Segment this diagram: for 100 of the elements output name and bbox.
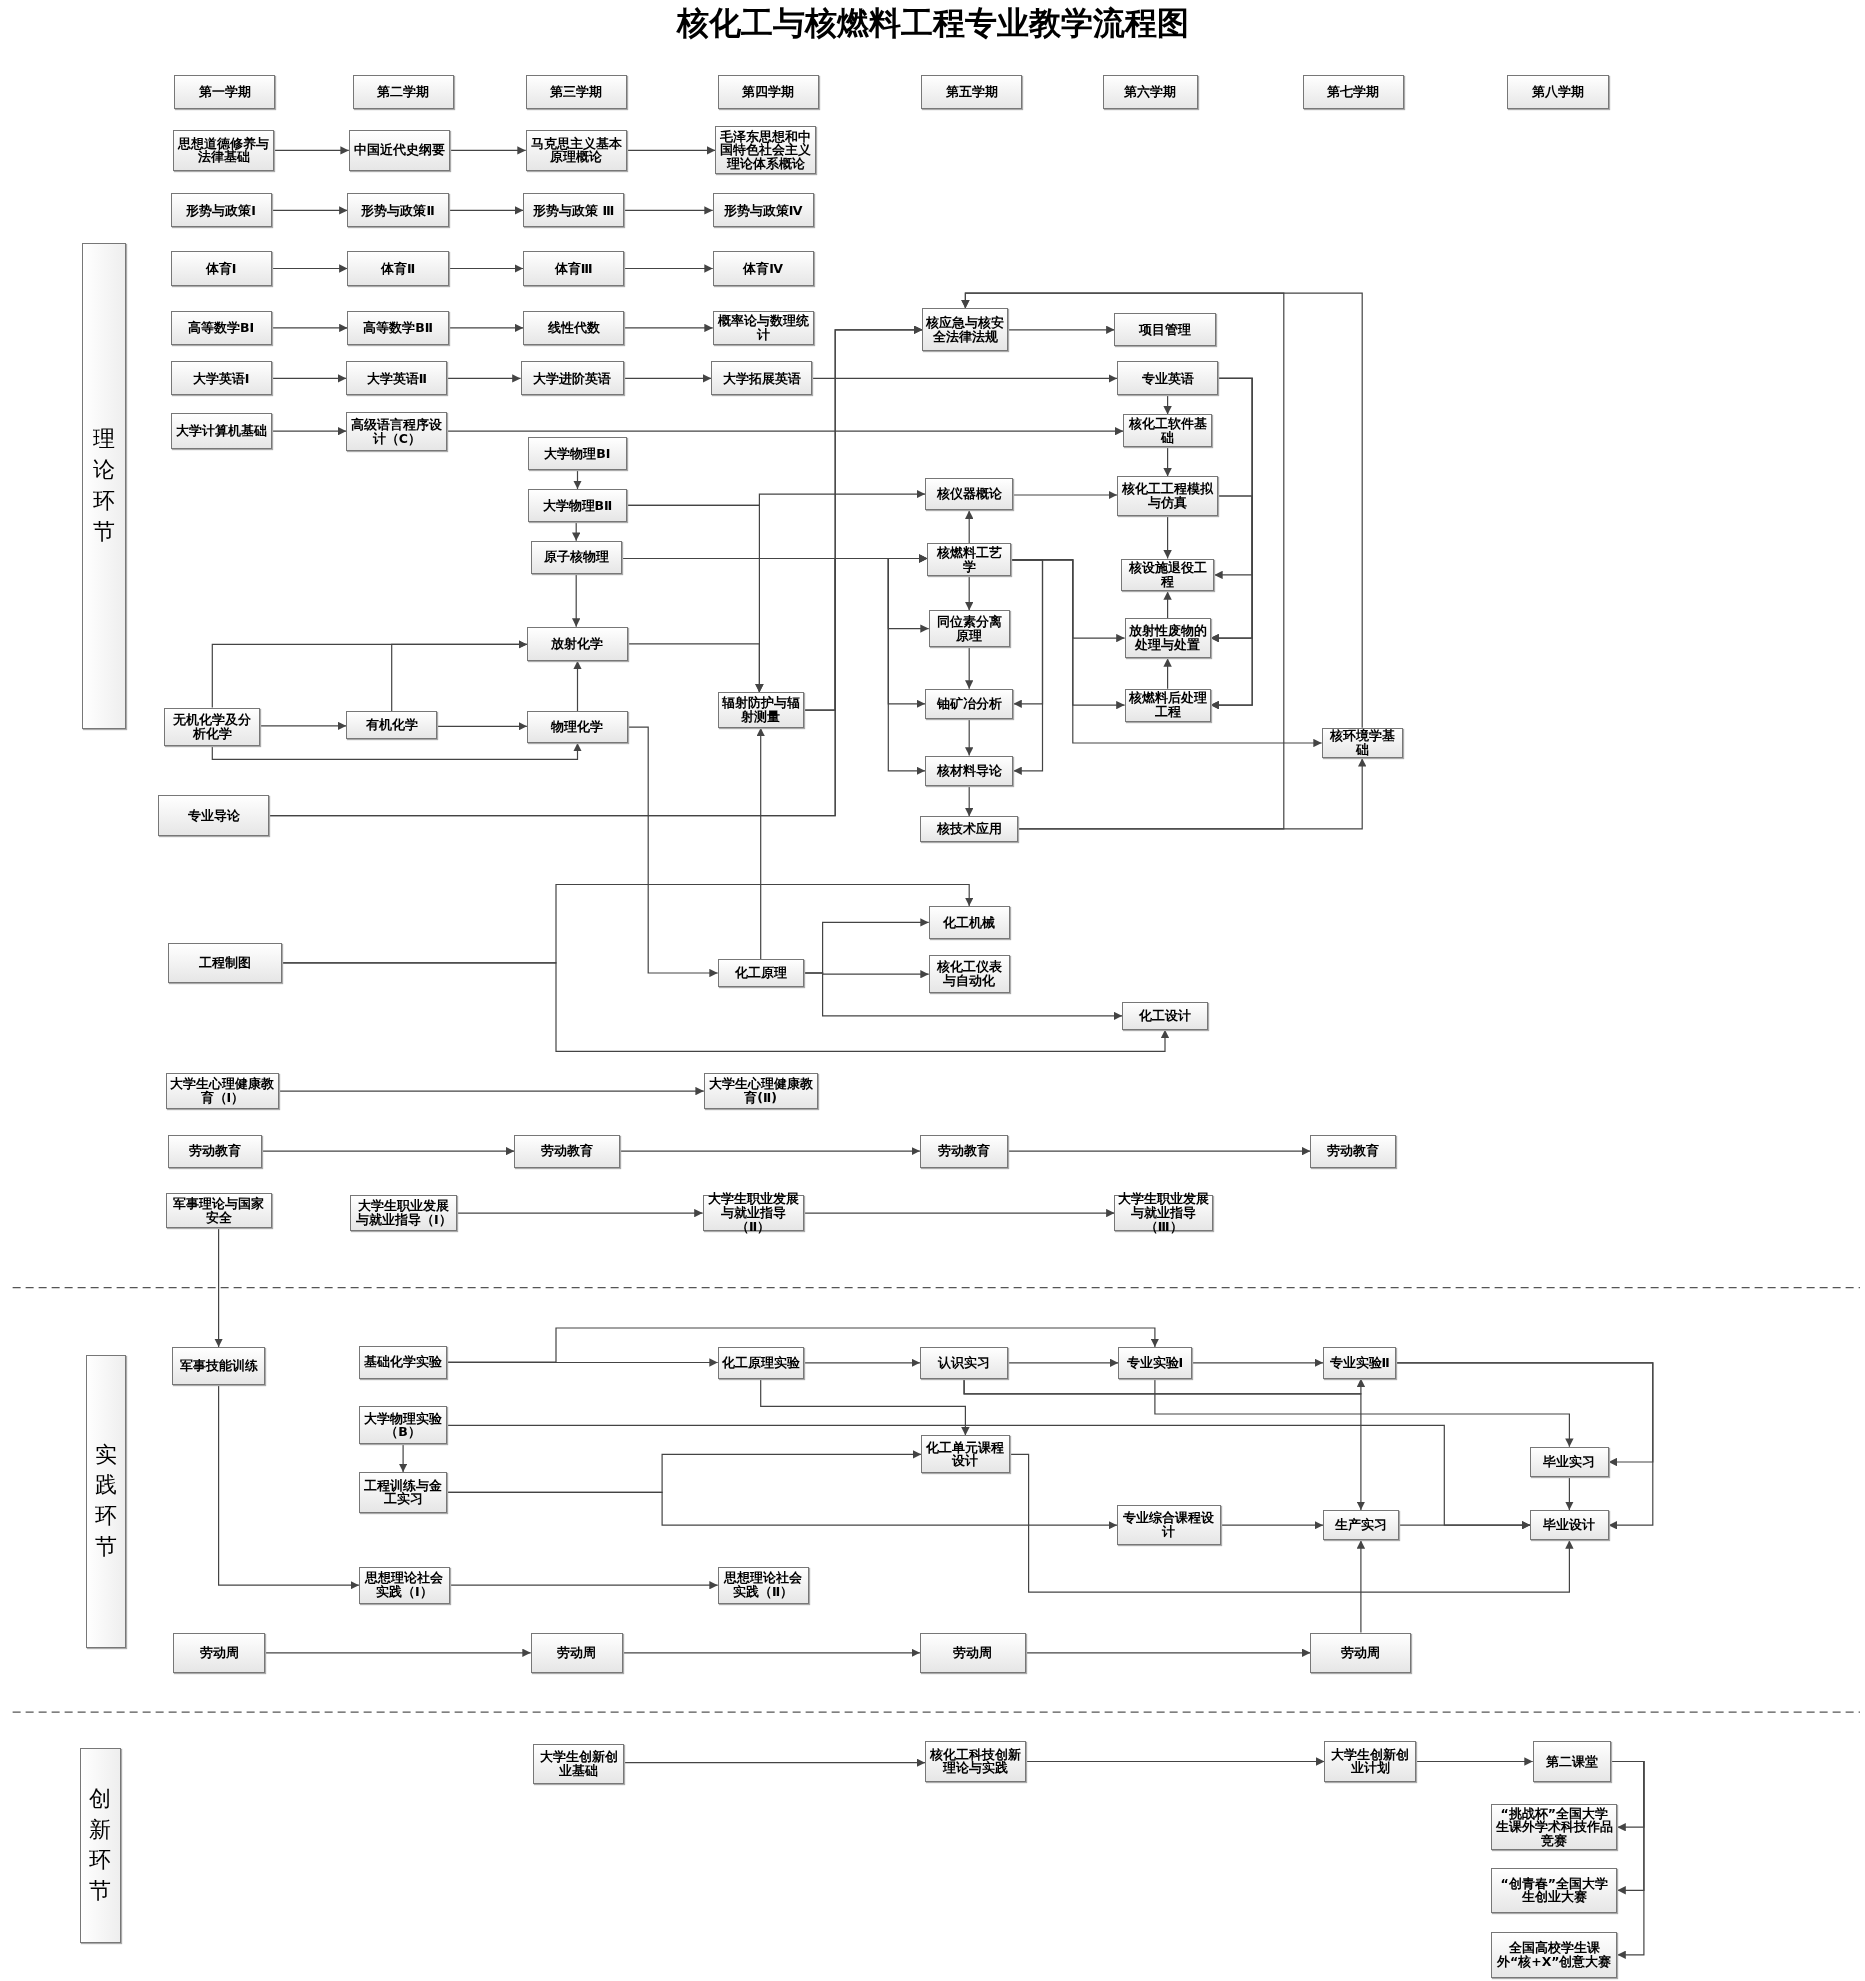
arrow <box>1209 495 1253 710</box>
section-band: 理论环节 <box>82 242 127 730</box>
arrow <box>1395 1362 1654 1530</box>
course-box: 专业实验Ⅰ <box>1118 1347 1192 1379</box>
course-box: 大学物理BⅠ <box>528 437 627 471</box>
arrow <box>572 521 581 542</box>
arrow <box>1007 1146 1311 1156</box>
course-box: 第二课堂 <box>1532 1741 1612 1782</box>
arrow <box>448 323 524 333</box>
arrow <box>218 1384 360 1590</box>
semester-header: 第六学期 <box>1103 74 1198 109</box>
course-box: 大学生心理健康教育（Ⅰ） <box>165 1072 280 1110</box>
course-box: 核环境学基础 <box>1321 727 1403 759</box>
arrow <box>1398 1521 1531 1530</box>
arrow <box>627 643 764 694</box>
semester-header: 第二学期 <box>352 74 454 109</box>
arrow <box>268 554 929 817</box>
course-box: 铀矿冶分析 <box>924 688 1014 719</box>
arrow <box>965 575 974 611</box>
arrow <box>627 726 719 978</box>
course-box: 思想理论社会实践（Ⅰ） <box>358 1566 450 1604</box>
course-box: 核设施退役工程 <box>1120 558 1215 592</box>
course-box: 项目管理 <box>1114 313 1216 347</box>
arrow <box>446 374 522 383</box>
course-box: 核化工软件基础 <box>1123 414 1212 448</box>
course-box: 劳动教育 <box>1310 1134 1397 1168</box>
arrow <box>446 1327 1160 1363</box>
section-band: 实践环节 <box>85 1354 127 1648</box>
arrow <box>271 264 349 273</box>
arrow <box>1163 446 1172 477</box>
arrow <box>760 1378 970 1436</box>
course-box: 化工原理实验 <box>717 1347 804 1379</box>
arrow <box>261 1146 515 1156</box>
arrow <box>1010 559 1044 775</box>
course-box: 高级语言程序设计（C） <box>346 411 448 452</box>
arrow <box>446 427 1124 436</box>
arrow <box>965 646 974 690</box>
course-box: 认识实习 <box>919 1347 1009 1379</box>
arrow <box>271 374 347 383</box>
course-box: 军事技能训练 <box>171 1347 266 1385</box>
arrow <box>623 1758 926 1767</box>
semester-header: 第四学期 <box>717 74 819 109</box>
course-box: 劳动教育 <box>919 1134 1009 1168</box>
course-box: 大学拓展英语 <box>711 361 813 396</box>
arrow <box>965 509 974 544</box>
course-box: 劳动周 <box>1310 1632 1412 1673</box>
arrow <box>273 146 350 155</box>
course-box: 体育Ⅰ <box>170 251 272 286</box>
course-box: 生产实习 <box>1323 1510 1399 1541</box>
course-box: 劳动周 <box>173 1632 266 1673</box>
course-box: 体育Ⅳ <box>712 251 814 286</box>
course-box: 核仪器概论 <box>924 477 1014 511</box>
arrow <box>1610 1760 1645 1959</box>
arrow <box>623 323 714 333</box>
course-box: 中国近代史纲要 <box>348 130 450 171</box>
arrow <box>1565 1476 1574 1511</box>
course-box: 核应急与核安全法律法规 <box>922 308 1009 352</box>
arrow <box>1025 1648 1311 1657</box>
arrow <box>1356 1539 1366 1634</box>
course-box: 劳动教育 <box>514 1134 621 1168</box>
course-box: 核化工工程模拟与仿真 <box>1117 476 1219 516</box>
section-band: 创新环节 <box>79 1747 122 1944</box>
arrow <box>271 427 347 436</box>
course-box: 劳动周 <box>919 1632 1027 1673</box>
arrow <box>623 374 712 383</box>
course-box: “创青春”全国大学生创业大赛 <box>1491 1867 1618 1914</box>
arrow <box>619 1146 921 1156</box>
arrow <box>573 660 582 712</box>
arrow <box>1012 490 1118 500</box>
course-box: 专业导论 <box>157 794 270 837</box>
course-box: 无机化学及分析化学 <box>164 707 261 746</box>
arrow <box>622 1648 921 1657</box>
course-box: 核材料导论 <box>924 755 1014 786</box>
arrow <box>446 1491 1118 1530</box>
course-box: 原子核物理 <box>530 540 622 574</box>
arrow <box>626 146 716 155</box>
course-box: 化工单元课程设计 <box>921 1435 1010 1474</box>
course-box: 思想道德修养与法律基础 <box>173 130 275 171</box>
course-box: 毕业设计 <box>1530 1510 1609 1541</box>
course-box: 全国高校学生课外“核+X”创意大赛 <box>1491 1932 1618 1978</box>
course-box: 线性代数 <box>523 310 625 345</box>
course-box: 高等数学BⅡ <box>347 310 449 345</box>
arrow <box>965 785 974 817</box>
course-box: 大学生职业发展与就业指导（Ⅰ） <box>350 1195 458 1231</box>
course-box: 劳动教育 <box>168 1134 262 1168</box>
arrow <box>1007 325 1116 334</box>
course-box: 大学英语Ⅱ <box>346 361 448 396</box>
course-box: 辐射防护与辐射测量 <box>717 692 804 728</box>
course-box: 毕业实习 <box>1530 1446 1609 1478</box>
course-box: 大学生创新创业基础 <box>533 1743 625 1785</box>
semester-header: 第七学期 <box>1302 74 1404 109</box>
course-box: 大学英语Ⅰ <box>170 361 272 396</box>
course-box: 概率论与数理统计 <box>712 310 814 345</box>
semester-header: 第三学期 <box>525 74 627 109</box>
semester-header: 第八学期 <box>1507 74 1609 109</box>
arrow <box>1415 1757 1534 1766</box>
arrow <box>1007 1358 1119 1367</box>
arrow <box>448 206 524 215</box>
course-box: 基础化学实验 <box>358 1345 448 1379</box>
arrow <box>214 1227 223 1348</box>
